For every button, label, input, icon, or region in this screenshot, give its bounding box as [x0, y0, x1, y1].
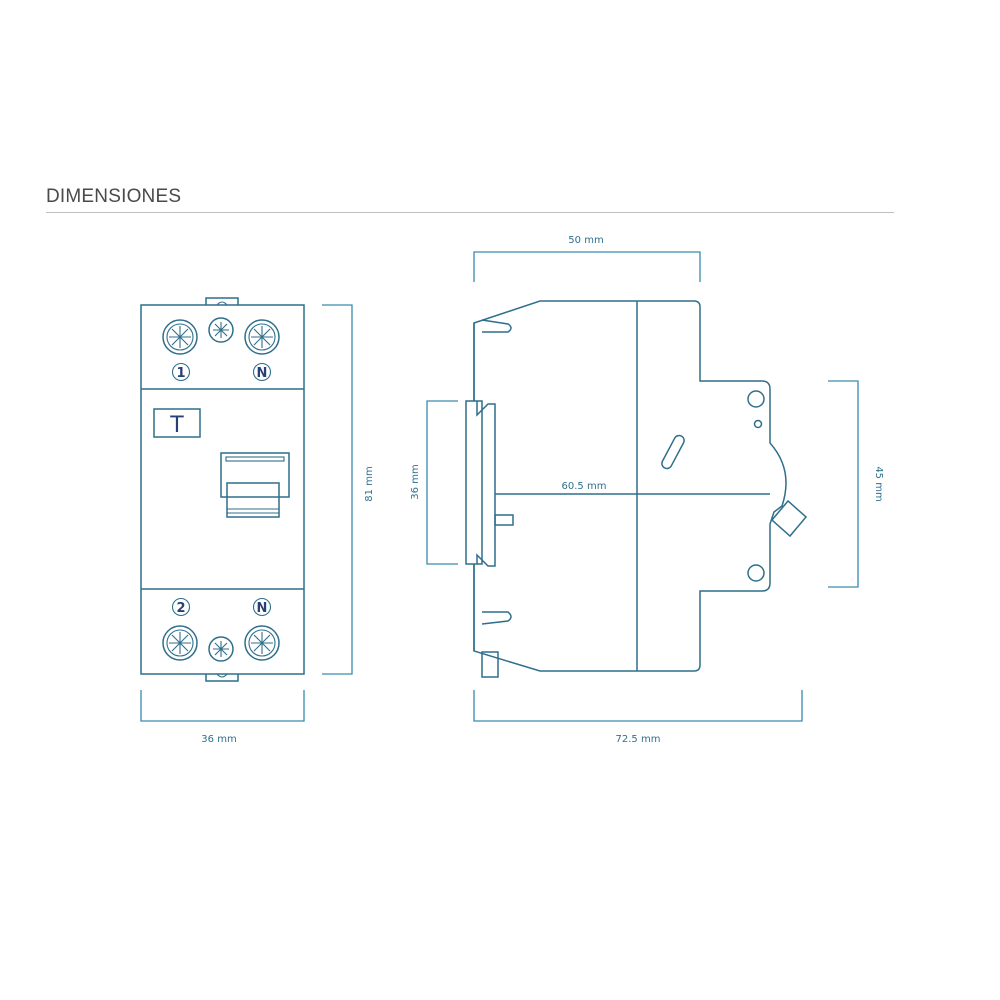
test-button-label: T	[169, 413, 184, 438]
mounting-hole-bottom	[747, 564, 765, 582]
side-view: 60.5 mm 50 mm 72.5 mm 36 mm 45 mm	[410, 235, 884, 745]
top-clip	[205, 297, 239, 305]
terminal-screw-bottom-right	[244, 625, 280, 661]
front-view: 1 N T 2 N	[140, 297, 375, 745]
terminal-screw-top-center	[208, 317, 234, 343]
side-top-width-label: 50 mm	[568, 235, 603, 246]
page-title: DIMENSIONES	[46, 186, 182, 207]
front-height-dimension	[322, 304, 353, 675]
rail-height-label: 36 mm	[410, 464, 421, 499]
terminal-marker-2: 2	[171, 597, 191, 617]
side-body-outline	[473, 300, 787, 672]
total-depth-dimension	[473, 690, 803, 722]
side-top-width-dimension	[473, 251, 701, 282]
front-face-height-dimension	[828, 380, 859, 588]
front-width-label: 36 mm	[201, 734, 236, 745]
depth-label: 60.5 mm	[562, 481, 607, 492]
svg-text:N: N	[257, 366, 268, 381]
terminal-marker-1: 1	[171, 362, 191, 382]
toggle-lever[interactable]	[220, 452, 290, 518]
mounting-hole-top	[747, 390, 765, 408]
terminal-screw-top-left	[162, 319, 198, 355]
bottom-clip	[205, 674, 239, 682]
terminal-screw-bottom-left	[162, 625, 198, 661]
front-height-label: 81 mm	[364, 466, 375, 501]
front-face-height-label: 45 mm	[873, 466, 884, 501]
din-rail-clip	[476, 401, 496, 567]
front-body-outline	[140, 304, 305, 675]
terminal-marker-n-top: N	[252, 362, 272, 382]
title-divider	[46, 212, 894, 213]
rail-height-dimension	[426, 400, 458, 565]
test-button[interactable]: T	[153, 408, 201, 438]
front-width-dimension	[140, 690, 305, 722]
terminal-screw-top-right	[244, 319, 280, 355]
terminal-marker-n-bottom: N	[252, 597, 272, 617]
terminal-screw-bottom-center	[208, 636, 234, 662]
svg-text:1: 1	[176, 366, 185, 381]
total-depth-label: 72.5 mm	[616, 734, 661, 745]
svg-text:N: N	[257, 601, 268, 616]
lever-side-view[interactable]	[770, 499, 808, 538]
svg-text:2: 2	[176, 601, 185, 616]
